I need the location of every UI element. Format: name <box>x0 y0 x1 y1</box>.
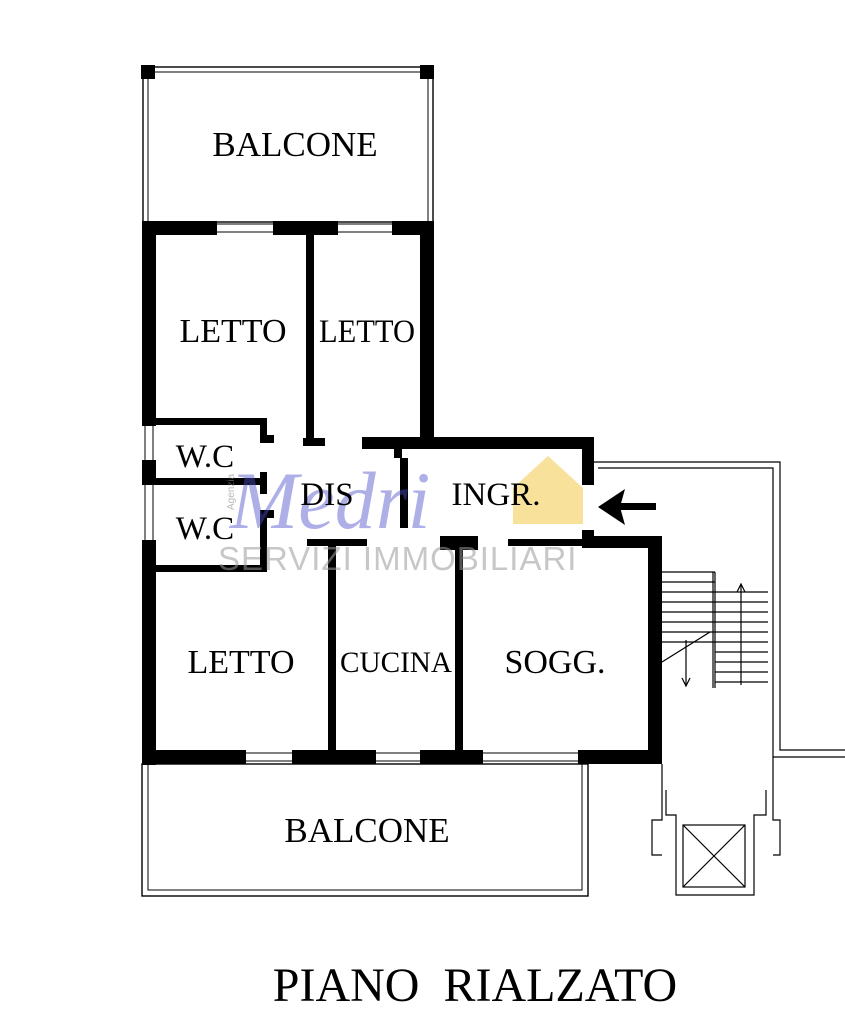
watermark-house-logo-icon <box>513 456 583 524</box>
entrance-arrow-icon <box>598 489 656 525</box>
room-label-letto-3: LETTO <box>187 644 294 681</box>
room-label-wc-2: W.C <box>176 511 234 547</box>
room-label-cucina: CUCINA <box>340 646 452 679</box>
interior-walls <box>155 233 584 752</box>
room-label-balcone-top: BALCONE <box>212 125 377 164</box>
room-label-wc-1: W.C <box>176 439 234 475</box>
balcony-bottom <box>141 763 589 897</box>
watermark: Medri SERVIZI IMMOBILIARI Agenzia <box>218 455 583 577</box>
room-label-sogg: SOGG. <box>504 644 605 681</box>
watermark-tagline: SERVIZI IMMOBILIARI <box>218 540 577 577</box>
exterior-walls <box>142 221 662 765</box>
room-label-balcone-bottom: BALCONE <box>284 811 449 850</box>
plan-title: PIANO RIALZATO <box>273 959 677 1012</box>
room-label-ingr: INGR. <box>452 477 541 513</box>
room-label-letto-2: LETTO <box>319 314 415 350</box>
room-label-dis: DIS <box>300 477 353 513</box>
watermark-small: Agenzia <box>226 473 237 510</box>
staircase <box>594 461 845 896</box>
room-label-letto-1: LETTO <box>179 313 286 350</box>
watermark-brand: Medri <box>229 455 430 546</box>
windows <box>144 223 578 762</box>
